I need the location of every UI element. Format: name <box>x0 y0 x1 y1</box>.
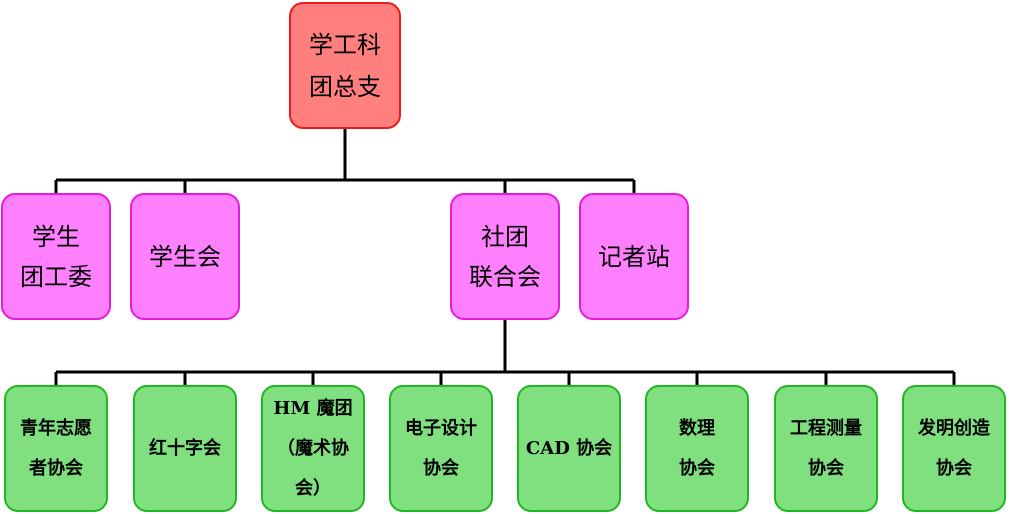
node-student-league-committee: 学生 团工委 <box>1 193 111 320</box>
node-label-line: 电子设计 <box>405 417 477 439</box>
node-math-physics-association: 数理 协会 <box>645 385 749 512</box>
node-label-line: 团工委 <box>20 262 92 291</box>
node-red-cross-society: 红十字会 <box>133 385 237 512</box>
node-press-station: 记者站 <box>579 193 689 320</box>
node-hm-magic-club: HM 魔团 （魔术协 会） <box>261 385 365 512</box>
node-label-line: 联合会 <box>469 262 541 291</box>
node-label-line: 者协会 <box>29 457 83 479</box>
node-xuegongke-tuanzongzhi: 学工科 团总支 <box>289 2 401 129</box>
node-student-union: 学生会 <box>130 193 240 320</box>
node-label-line: HM 魔团 <box>273 397 353 419</box>
node-label-line: 红十字会 <box>149 437 221 459</box>
node-label-line: 青年志愿 <box>20 417 92 439</box>
node-label-line: CAD 协会 <box>525 437 613 459</box>
node-label-line: 会） <box>295 477 331 499</box>
node-label-line: 协会 <box>808 457 844 479</box>
node-label-line: 社团 <box>481 222 529 251</box>
node-label-line: 协会 <box>936 457 972 479</box>
node-label-line: 协会 <box>679 457 715 479</box>
node-engineering-surveying-association: 工程测量 协会 <box>774 385 878 512</box>
node-label-line: 发明创造 <box>918 417 990 439</box>
node-cad-association: CAD 协会 <box>517 385 621 512</box>
node-label-line: （魔术协 <box>277 437 349 459</box>
node-label-line: 学生会 <box>149 242 221 271</box>
node-youth-volunteer-association: 青年志愿 者协会 <box>4 385 108 512</box>
node-label-line: 学工科 <box>309 30 381 59</box>
node-label-line: 协会 <box>423 457 459 479</box>
node-label-line: 工程测量 <box>790 417 862 439</box>
node-invention-creation-association: 发明创造 协会 <box>902 385 1006 512</box>
node-label-line: 学生 <box>32 222 80 251</box>
node-label-line: 数理 <box>679 417 715 439</box>
node-electronic-design-association: 电子设计 协会 <box>389 385 493 512</box>
node-label-line: 记者站 <box>598 242 670 271</box>
node-club-federation: 社团 联合会 <box>450 193 560 320</box>
node-label-line: 团总支 <box>309 72 381 101</box>
